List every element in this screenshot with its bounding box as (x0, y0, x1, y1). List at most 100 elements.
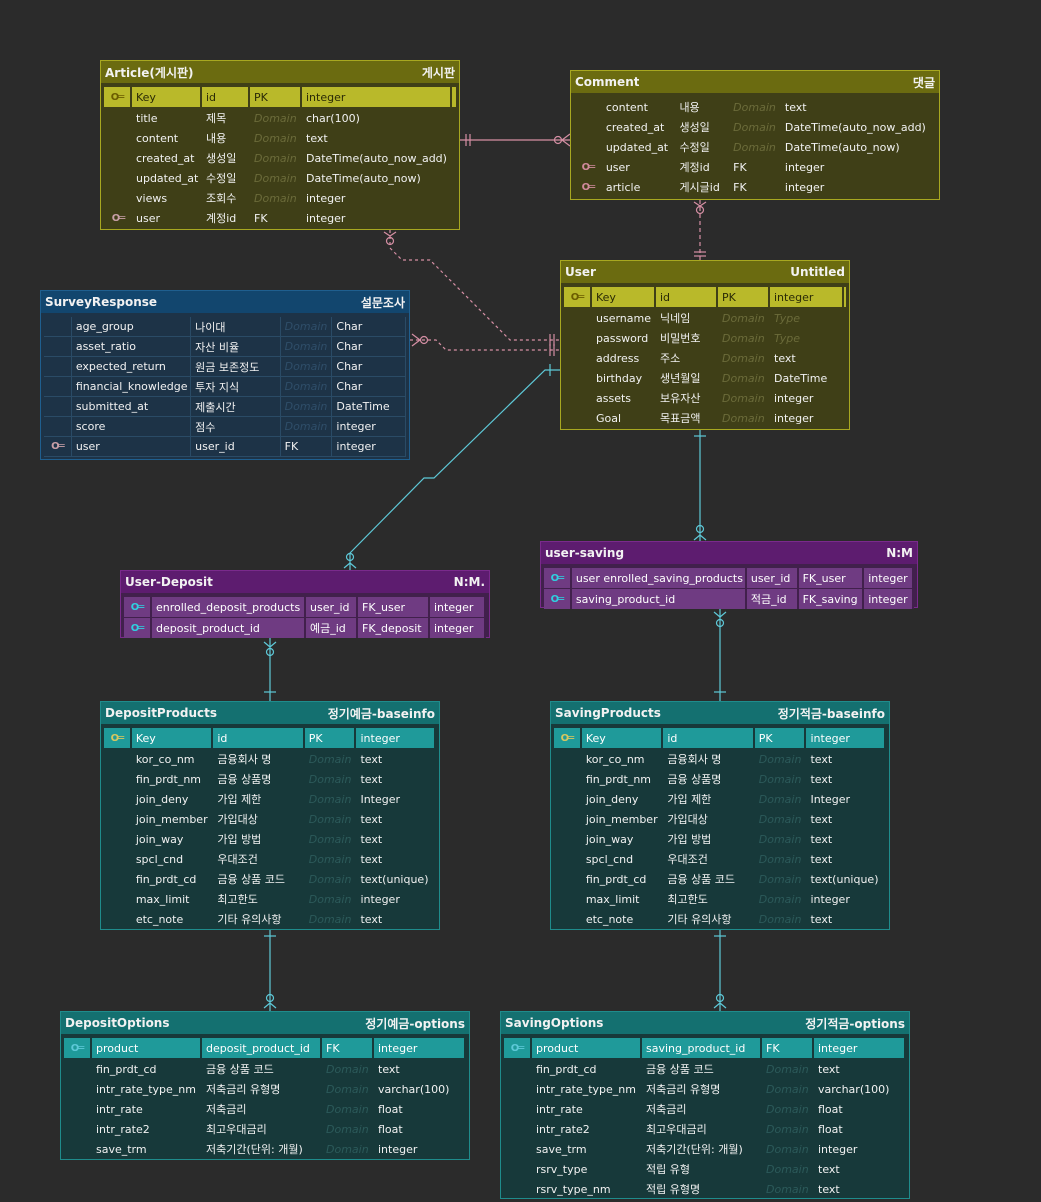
field-name: title (136, 111, 158, 125)
field-domain: PK (305, 728, 357, 748)
field-domain: Domain (308, 852, 352, 866)
field-label: 내용 (206, 132, 227, 145)
field-domain: Domain (766, 1082, 809, 1096)
field-icon-cell (44, 397, 72, 416)
field-domain: Domain (733, 100, 776, 114)
field-icon-cell (44, 377, 72, 396)
key-icon: O═ (510, 1042, 524, 1054)
field-type: text (360, 772, 383, 786)
field-label: 제목 (206, 112, 227, 125)
field-domain: Domain (326, 1102, 369, 1116)
fk-key-icon: O═ (550, 572, 564, 584)
field-type: DateTime(auto_now) (306, 171, 421, 185)
field-name: expected_return (72, 357, 192, 376)
table-header[interactable]: Article(게시판)게시판 (101, 61, 459, 83)
field-icon-cell (554, 909, 582, 929)
